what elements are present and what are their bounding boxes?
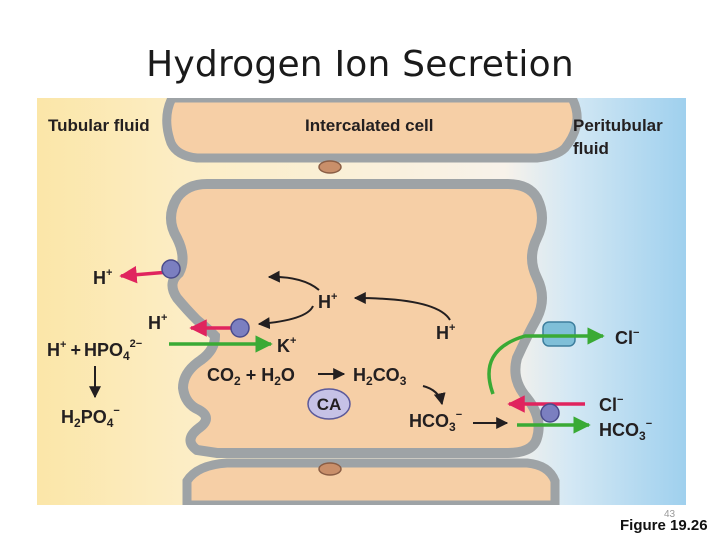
h2co3-to-hco3-arrow bbox=[422, 385, 446, 406]
page-number: 43 bbox=[664, 509, 676, 520]
chloride-channel bbox=[542, 321, 576, 347]
hco3-label-cell: HCO3− bbox=[409, 409, 462, 434]
hco3-label-peritubular: HCO3− bbox=[599, 418, 652, 443]
intercalated-cell-membrane bbox=[166, 179, 547, 458]
cl-ion-label-exchanger: Cl− bbox=[599, 394, 623, 415]
h-ion-label-tubular-lower: H+ bbox=[148, 312, 167, 333]
slide-title: Hydrogen Ion Secretion bbox=[146, 44, 574, 85]
intercalated-cell-label: Intercalated cell bbox=[305, 116, 434, 135]
h-pump-upper bbox=[161, 259, 181, 279]
h2co3-to-h-arrow bbox=[353, 292, 451, 321]
k-ion-label: K+ bbox=[277, 335, 296, 356]
h-to-lower-pump-arrow bbox=[257, 305, 314, 330]
h-ion-label-cell-center: H+ bbox=[318, 291, 337, 312]
h2po4-label: H2PO4− bbox=[61, 405, 120, 430]
h-to-upper-pump-arrow bbox=[267, 270, 320, 291]
figure-caption: Figure 19.26 bbox=[620, 517, 708, 534]
h-ion-label-tubular-upper: H+ bbox=[93, 267, 112, 288]
peritubular-fluid-label-line2: fluid bbox=[573, 139, 609, 158]
h-plus-hpo4-label: H++HPO42− bbox=[47, 338, 142, 363]
carbonic-anhydrase-enzyme bbox=[307, 388, 351, 420]
upper-cell-membrane bbox=[162, 98, 582, 163]
tubular-fluid-label: Tubular fluid bbox=[48, 116, 150, 135]
hydrogen-ion-secretion-diagram: Tubular fluid Intercalated cell Peritubu… bbox=[37, 98, 686, 505]
h2co3-label: H2CO3 bbox=[353, 365, 407, 388]
h-k-pump bbox=[230, 318, 250, 338]
co2-h2o-label: CO2+H2O bbox=[207, 365, 295, 388]
cl-recycle-arrow bbox=[487, 327, 605, 395]
tight-junction-top bbox=[318, 160, 342, 174]
cl-ion-label-channel: Cl− bbox=[615, 327, 639, 348]
h-ion-label-cell-right: H+ bbox=[436, 322, 455, 343]
tight-junction-bottom bbox=[318, 462, 342, 476]
cl-hco3-exchanger bbox=[540, 403, 560, 423]
peritubular-fluid-label-line1: Peritubular bbox=[573, 116, 663, 135]
carbonic-anhydrase-label: CA bbox=[317, 395, 342, 414]
lower-cell-membrane bbox=[182, 458, 560, 505]
h-secretion-arrow-upper bbox=[119, 265, 170, 284]
